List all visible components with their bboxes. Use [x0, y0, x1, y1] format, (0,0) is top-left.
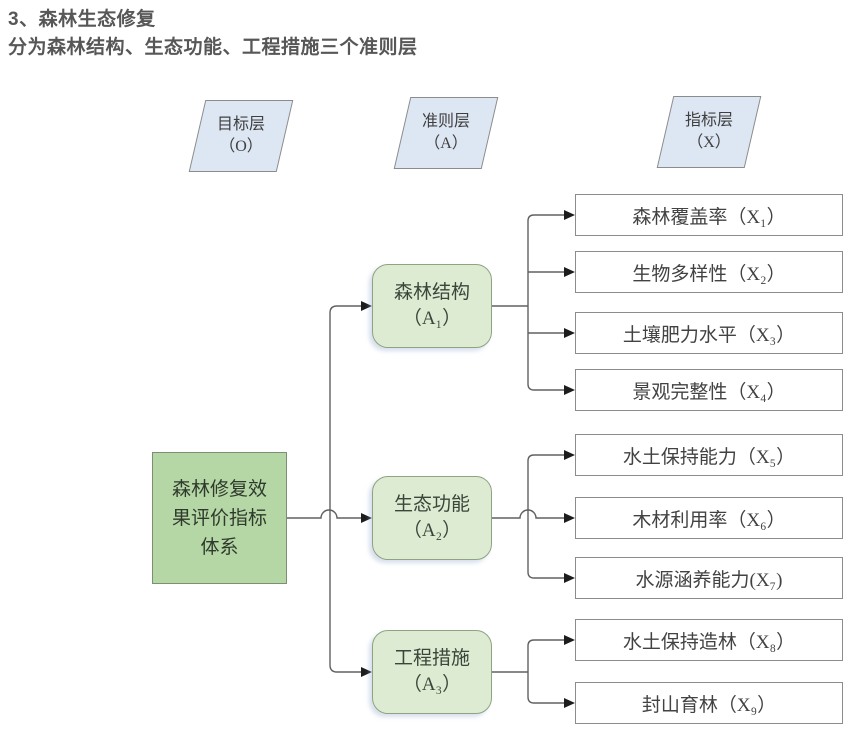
arrow-icon [361, 667, 372, 677]
connector-a2-spine [527, 454, 565, 579]
indicator-label: 木材利用率（X₆） [632, 509, 786, 531]
indicator-box-x7: 水源涵养能力(X₇) [575, 557, 843, 599]
indicator-label: 景观完整性（X₄） [632, 381, 786, 403]
arrow-icon [564, 635, 575, 645]
indicator-label: 封山育林（X₉） [641, 694, 777, 716]
arrow-icon [564, 698, 575, 708]
arrow-icon [564, 513, 575, 523]
page-subtitle: 分为森林结构、生态功能、工程措施三个准则层 [8, 37, 418, 58]
arrow-icon [564, 267, 575, 277]
layer-name: 目标层 [216, 116, 265, 133]
layer-name: 指标层 [684, 112, 733, 129]
indicator-label: 水土保持能力（X₅） [622, 446, 796, 468]
layer-code: （X） [687, 134, 731, 151]
arrow-icon [564, 210, 575, 220]
goal-label: 森林修复效果评价指标体系 [171, 478, 267, 558]
layer-header-criteria: 准则层 （A） [393, 97, 499, 169]
arrow-icon [564, 573, 575, 583]
page-title: 3、森林生态修复 [8, 9, 156, 30]
indicator-box-x6: 木材利用率（X₆） [575, 497, 843, 539]
arrow-icon [564, 385, 575, 395]
connector-root-spine [329, 305, 362, 673]
criterion-box-forest-structure: 森林结构 （A₁） [372, 264, 492, 348]
criterion-code: （A₁） [402, 308, 462, 329]
arrow-icon [564, 450, 575, 460]
connector-a3-spine [527, 639, 565, 704]
title-block: 3、森林生态修复 分为森林结构、生态功能、工程措施三个准则层 [8, 6, 418, 62]
indicator-box-x3: 土壤肥力水平（X₃） [575, 312, 843, 354]
layer-header-indicators: 指标层 （X） [656, 96, 762, 168]
arrow-icon [361, 301, 372, 311]
criterion-code: （A₃） [402, 674, 462, 695]
arrow-icon [361, 513, 372, 523]
criterion-label: 森林结构 [393, 282, 470, 303]
indicator-box-x9: 封山育林（X₉） [575, 682, 843, 724]
indicator-box-x8: 水土保持造林（X₈） [575, 619, 843, 661]
arrow-icon [564, 328, 575, 338]
indicator-box-x2: 生物多样性（X₂） [575, 251, 843, 293]
indicator-label: 生物多样性（X₂） [632, 263, 786, 285]
criterion-box-eco-function: 生态功能 （A₂） [372, 476, 492, 560]
criterion-label: 工程措施 [393, 648, 470, 669]
goal-box: 森林修复效果评价指标体系 [152, 452, 287, 584]
indicator-label: 水土保持造林（X₈） [622, 631, 796, 653]
criterion-code: （A₂） [402, 520, 462, 541]
indicator-box-x5: 水土保持能力（X₅） [575, 434, 843, 476]
layer-code: （A） [424, 135, 468, 152]
connector-root-trunk [287, 509, 362, 519]
connector-a1-spine [527, 214, 565, 391]
layer-code: （O） [219, 138, 263, 155]
criterion-label: 生态功能 [393, 494, 470, 515]
layer-name: 准则层 [421, 113, 470, 130]
arrowheads [361, 210, 575, 708]
indicator-label: 水源涵养能力(X₇) [635, 569, 783, 591]
indicator-box-x1: 森林覆盖率（X₁） [575, 194, 843, 236]
criterion-box-engineering: 工程措施 （A₃） [372, 630, 492, 714]
layer-header-goal: 目标层 （O） [188, 100, 294, 172]
indicator-label: 土壤肥力水平（X₃） [622, 324, 796, 346]
indicator-label: 森林覆盖率（X₁） [632, 206, 786, 228]
indicator-box-x4: 景观完整性（X₄） [575, 369, 843, 411]
